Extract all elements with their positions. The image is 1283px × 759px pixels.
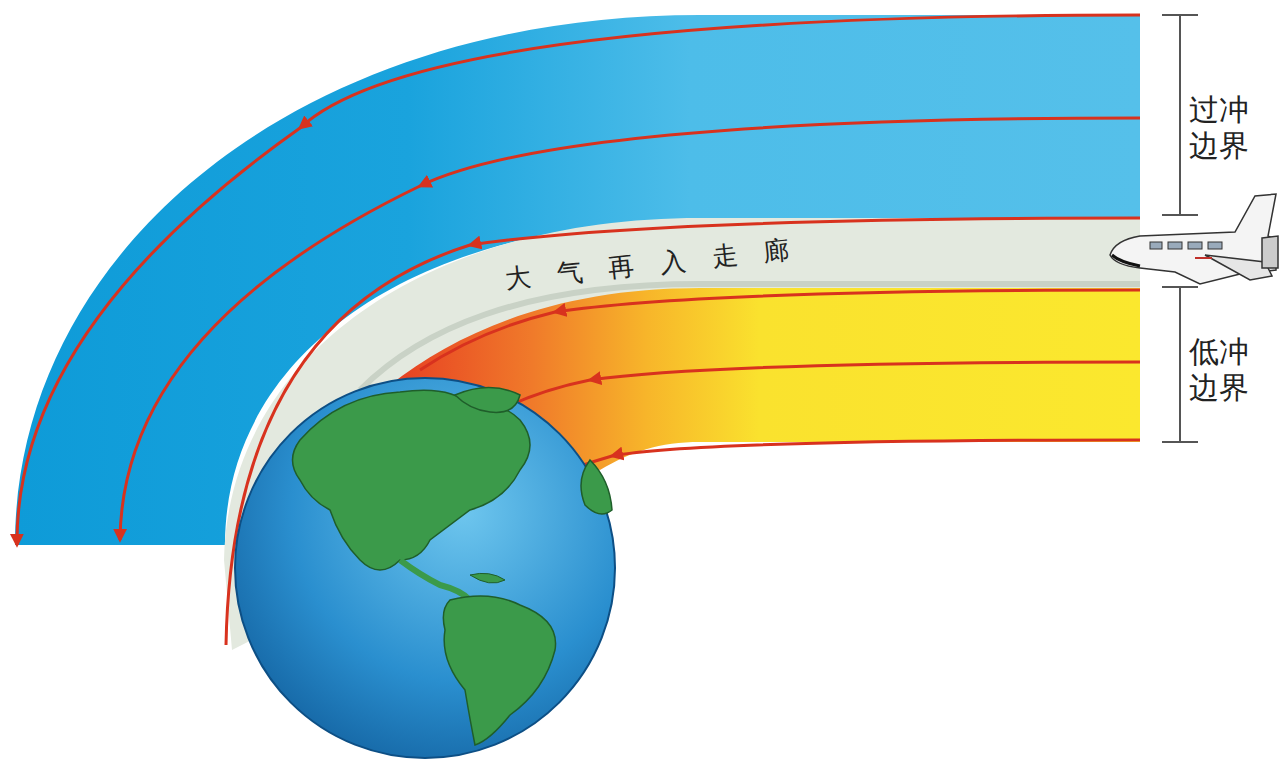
boundary-label: 低冲边界 <box>1186 332 1252 408</box>
boundary-label: 过冲边界 <box>1186 90 1252 166</box>
space-shuttle <box>1110 194 1278 284</box>
trajectory-line <box>500 362 1140 410</box>
trajectory-line <box>420 290 1140 370</box>
earth <box>235 378 615 758</box>
trajectory-line <box>570 440 1140 470</box>
